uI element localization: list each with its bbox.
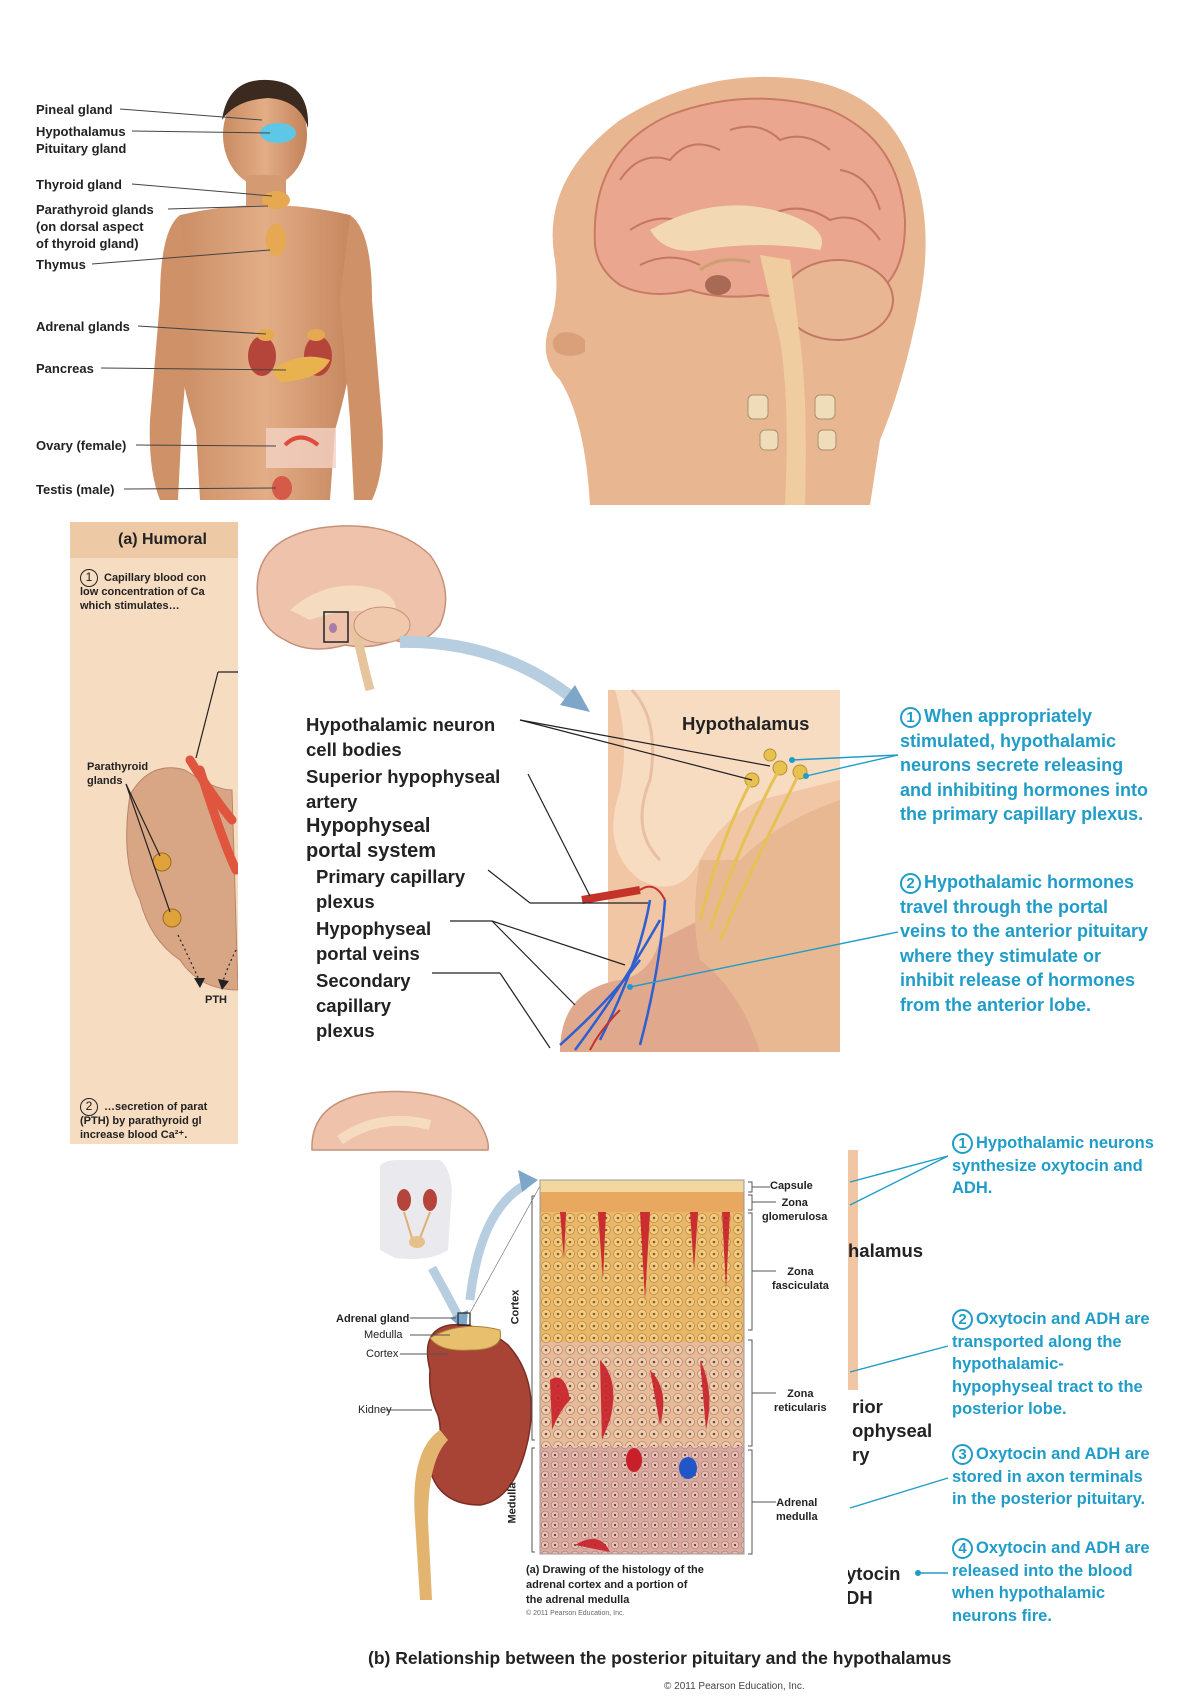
label-zona-reticularis: Zona reticularis bbox=[774, 1388, 827, 1414]
label-hypothalamus-big: Hypothalamus bbox=[682, 713, 810, 734]
label-medulla: Medulla bbox=[364, 1329, 403, 1341]
label-hypophyseal-portal-veins: Hypophyseal portal veins bbox=[316, 918, 432, 964]
humoral-parathyroid-label: Parathyroid glands bbox=[87, 761, 149, 787]
label-adrenal-medulla: Adrenal medulla bbox=[776, 1497, 818, 1523]
fragment-halamus: halamus bbox=[848, 1240, 924, 1261]
label-kidney: Kidney bbox=[358, 1404, 392, 1416]
label-side-cortex: Cortex bbox=[509, 1289, 522, 1325]
label-thyroid-gland: Thyroid gland bbox=[36, 177, 122, 192]
label-adrenal-gland: Adrenal gland bbox=[336, 1313, 410, 1325]
fragment-rior: rior bbox=[852, 1396, 883, 1417]
label-pineal-gland: Pineal gland bbox=[36, 102, 113, 117]
posterior-caption: (b) Relationship between the posterior p… bbox=[368, 1648, 952, 1668]
humoral-step2: …secretion of parat (PTH) by parathyroid… bbox=[80, 1101, 208, 1141]
fragment-ytocin: ytocin bbox=[846, 1563, 901, 1584]
humoral-pth-label: PTH bbox=[205, 994, 227, 1006]
humoral-step1: Capillary blood con low concentration of… bbox=[80, 572, 207, 612]
fragment-ophyseal: ophyseal bbox=[852, 1420, 933, 1441]
label-hypothalamus: Hypothalamus bbox=[36, 124, 126, 139]
label-primary-capillary-plexus: Primary capillary plexus bbox=[316, 866, 466, 912]
label-side-medulla: Medulla bbox=[506, 1482, 519, 1524]
fragment-ry: ry bbox=[852, 1444, 870, 1465]
label-zona-glomerulosa: Zona glomerulosa bbox=[762, 1197, 828, 1223]
label-hypothalamic-neuron: Hypothalamic neuron cell bodies bbox=[306, 714, 496, 760]
label-pancreas: Pancreas bbox=[36, 361, 94, 376]
adrenal-copyright: © 2011 Pearson Education, Inc. bbox=[526, 1610, 625, 1617]
label-cortex: Cortex bbox=[366, 1348, 399, 1360]
label-zona-fasciculata: Zona fasciculata bbox=[772, 1266, 829, 1292]
humoral-header-bar bbox=[70, 522, 238, 558]
label-capsule: Capsule bbox=[770, 1180, 813, 1192]
humoral-step2-num: 2 bbox=[80, 1097, 101, 1116]
humoral-header: (a) Humoral bbox=[118, 531, 207, 548]
label-pituitary-gland: Pituitary gland bbox=[36, 141, 127, 156]
label-parathyroid-glands: Parathyroid glands (on dorsal aspect of … bbox=[36, 202, 154, 251]
adrenal-caption: (a) Drawing of the histology of the adre… bbox=[526, 1564, 704, 1606]
label-secondary-capillary-plexus: Secondary capillary plexus bbox=[316, 970, 411, 1041]
humoral-step1-num: 1 bbox=[80, 568, 101, 587]
fragment-dh: DH bbox=[846, 1587, 873, 1608]
label-adrenal-glands: Adrenal glands bbox=[36, 319, 130, 334]
label-ovary: Ovary (female) bbox=[36, 438, 127, 453]
label-superior-hypophyseal-artery: Superior hypophyseal artery bbox=[306, 766, 501, 812]
label-hypophyseal-portal-system: Hypophyseal portal system bbox=[306, 815, 437, 862]
posterior-copyright: © 2011 Pearson Education, Inc. bbox=[664, 1681, 805, 1692]
label-thymus: Thymus bbox=[36, 257, 86, 272]
label-testis: Testis (male) bbox=[36, 482, 115, 497]
